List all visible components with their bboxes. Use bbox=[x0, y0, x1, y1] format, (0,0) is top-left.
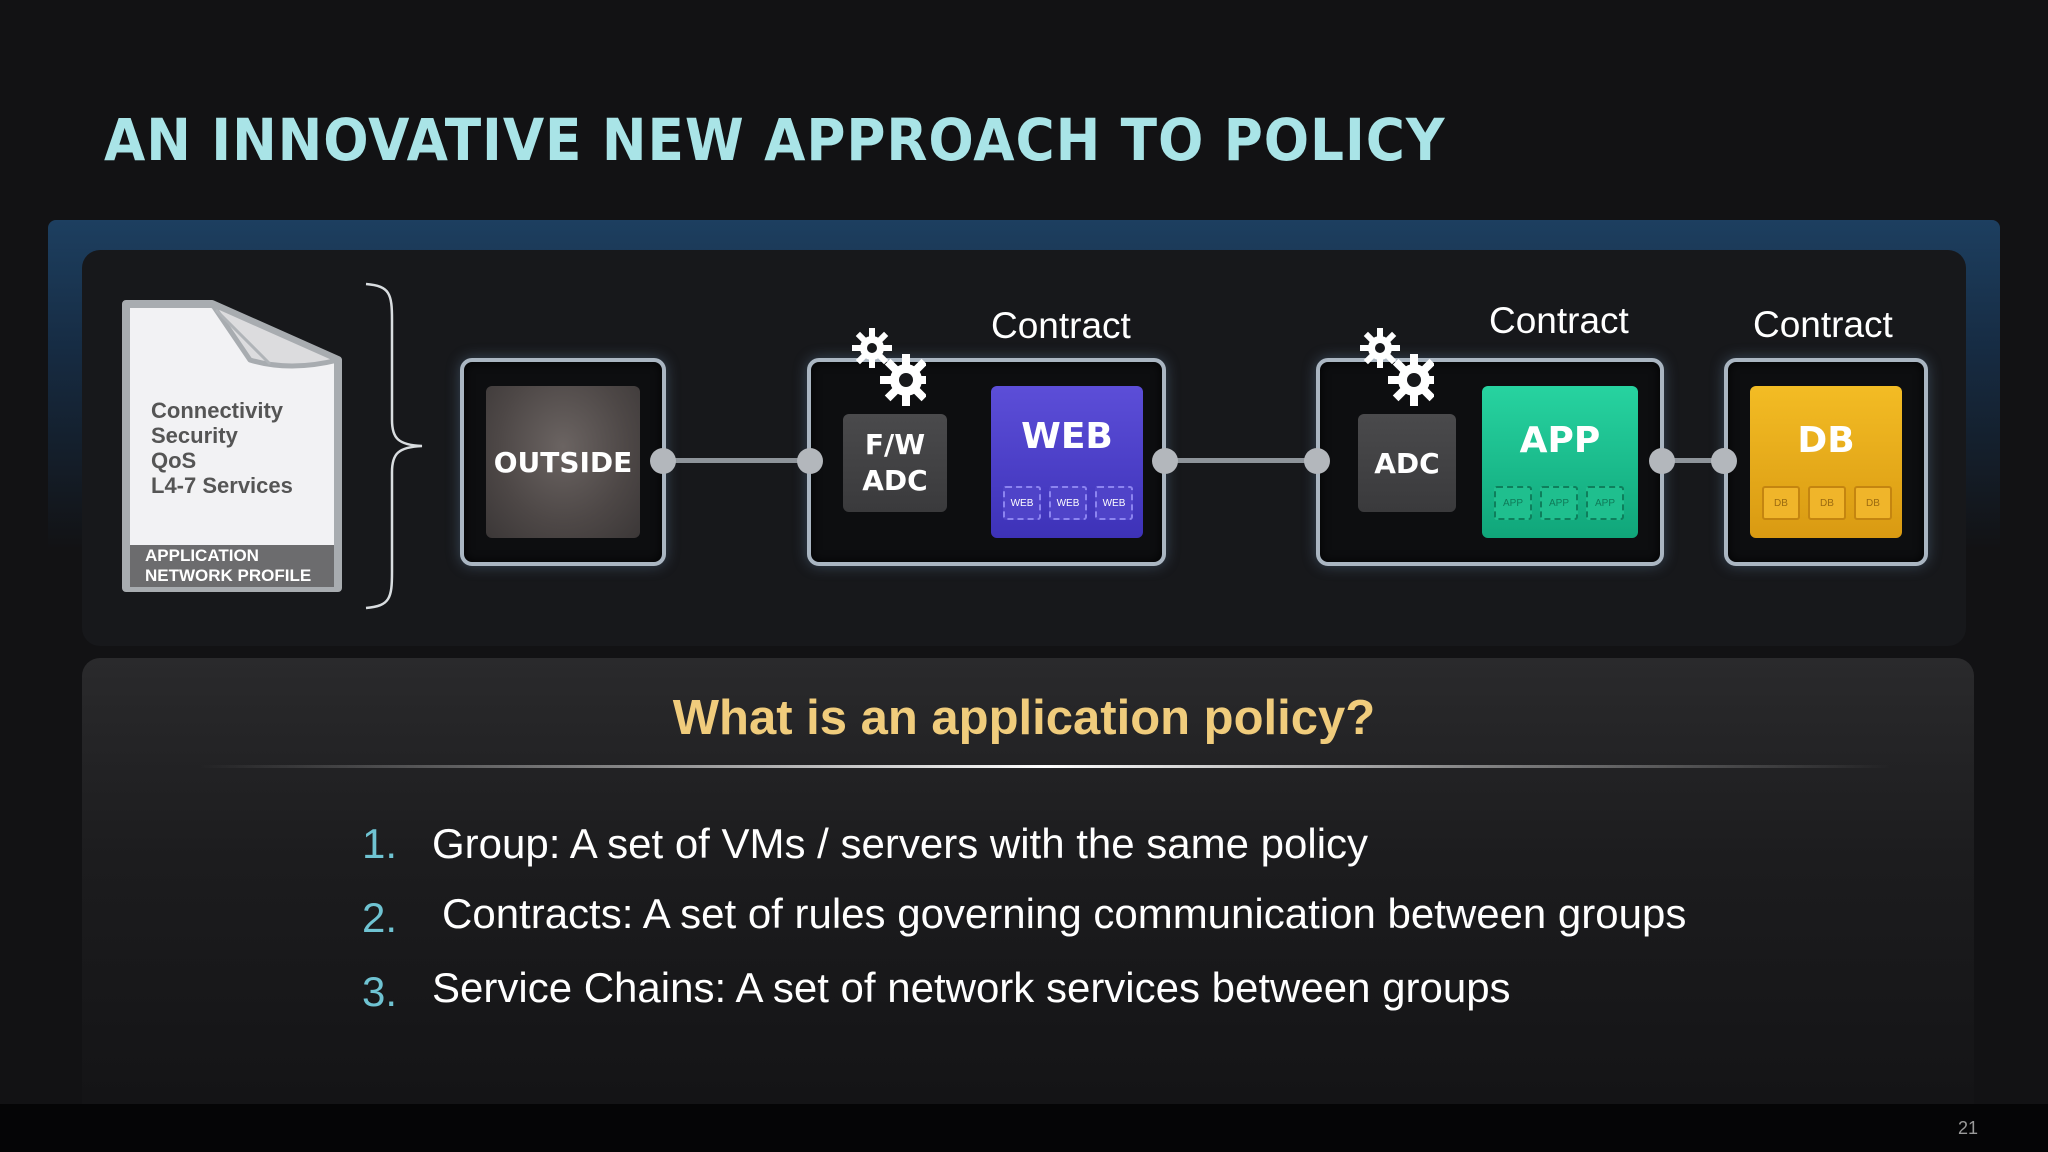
connector-line bbox=[1164, 458, 1318, 463]
adc-label: ADC bbox=[1374, 446, 1440, 480]
db-endpoint: DB bbox=[1854, 486, 1892, 520]
adc-service[interactable]: ADC bbox=[1358, 414, 1456, 512]
web-endpoint: WEB bbox=[1049, 486, 1087, 520]
list-number: 2. bbox=[362, 894, 398, 941]
adc-label: ADC bbox=[862, 464, 928, 497]
divider-rule bbox=[200, 765, 1890, 768]
list-item: Contracts: A set of rules governing comm… bbox=[442, 890, 1687, 937]
connector-dot bbox=[650, 448, 676, 474]
list-item: Group: A set of VMs / servers with the s… bbox=[432, 820, 1369, 867]
connector-dot bbox=[1649, 448, 1675, 474]
db-endpoint: DB bbox=[1762, 486, 1800, 520]
profile-item: L4-7 Services bbox=[151, 473, 293, 498]
list-number: 1. bbox=[362, 820, 398, 867]
page-number: 21 bbox=[1957, 1118, 1978, 1138]
db-frame: DB DB DB DB bbox=[1724, 358, 1928, 566]
connector-dot bbox=[1152, 448, 1178, 474]
profile-items: Connectivity Security QoS L4-7 Services bbox=[151, 398, 293, 498]
connector-line bbox=[663, 458, 811, 463]
gears-icon bbox=[852, 328, 926, 406]
profile-item: QoS bbox=[151, 448, 197, 473]
curly-brace-icon bbox=[365, 282, 423, 610]
policy-question: What is an application policy? bbox=[672, 691, 1376, 745]
outside-group[interactable]: OUTSIDE bbox=[486, 386, 640, 538]
profile-item: Connectivity bbox=[151, 398, 284, 423]
web-label: WEB bbox=[1021, 416, 1113, 457]
profile-label-line: APPLICATION bbox=[145, 546, 259, 565]
list-item: Service Chains: A set of network service… bbox=[432, 964, 1511, 1011]
app-frame: ADC APP APP APP APP bbox=[1316, 358, 1664, 566]
gears-icon bbox=[1360, 328, 1434, 406]
list-number: 3. bbox=[362, 968, 398, 1015]
web-endpoint: WEB bbox=[1003, 486, 1041, 520]
slide-title: AN INNOVATIVE NEW APPROACH TO POLICY bbox=[104, 106, 1446, 174]
web-group[interactable]: WEB WEB WEB WEB bbox=[991, 386, 1143, 538]
outside-label: OUTSIDE bbox=[493, 445, 633, 479]
db-label: DB bbox=[1797, 420, 1855, 461]
application-network-profile: Connectivity Security QoS L4-7 Services … bbox=[120, 298, 344, 596]
connector-dot bbox=[797, 448, 823, 474]
outside-frame: OUTSIDE bbox=[460, 358, 666, 566]
profile-item: Security bbox=[151, 423, 238, 448]
db-group[interactable]: DB DB DB DB bbox=[1750, 386, 1902, 538]
document-icon bbox=[122, 300, 342, 592]
policy-panel bbox=[82, 658, 1974, 1104]
fw-label: F/W bbox=[864, 428, 926, 461]
app-label: APP bbox=[1519, 420, 1601, 461]
contract-label: Contract bbox=[1489, 300, 1629, 341]
app-endpoint: APP bbox=[1494, 486, 1532, 520]
app-group[interactable]: APP APP APP APP bbox=[1482, 386, 1638, 538]
contract-label: Contract bbox=[1753, 304, 1893, 345]
footer-bar: 21 bbox=[0, 1104, 2048, 1152]
connector-line bbox=[1662, 458, 1726, 463]
fw-adc-service[interactable]: F/W ADC bbox=[843, 414, 947, 512]
web-endpoint: WEB bbox=[1095, 486, 1133, 520]
db-endpoints: DB DB DB bbox=[1762, 486, 1892, 520]
web-endpoints: WEB WEB WEB bbox=[1003, 486, 1133, 520]
profile-label: APPLICATION NETWORK PROFILE bbox=[145, 546, 311, 586]
connector-dot bbox=[1304, 448, 1330, 474]
profile-label-line: NETWORK PROFILE bbox=[145, 566, 312, 585]
db-endpoint: DB bbox=[1808, 486, 1846, 520]
connector-dot bbox=[1711, 448, 1737, 474]
app-endpoint: APP bbox=[1586, 486, 1624, 520]
contract-label: Contract bbox=[991, 305, 1131, 346]
app-endpoint: APP bbox=[1540, 486, 1578, 520]
app-endpoints: APP APP APP bbox=[1494, 486, 1624, 520]
